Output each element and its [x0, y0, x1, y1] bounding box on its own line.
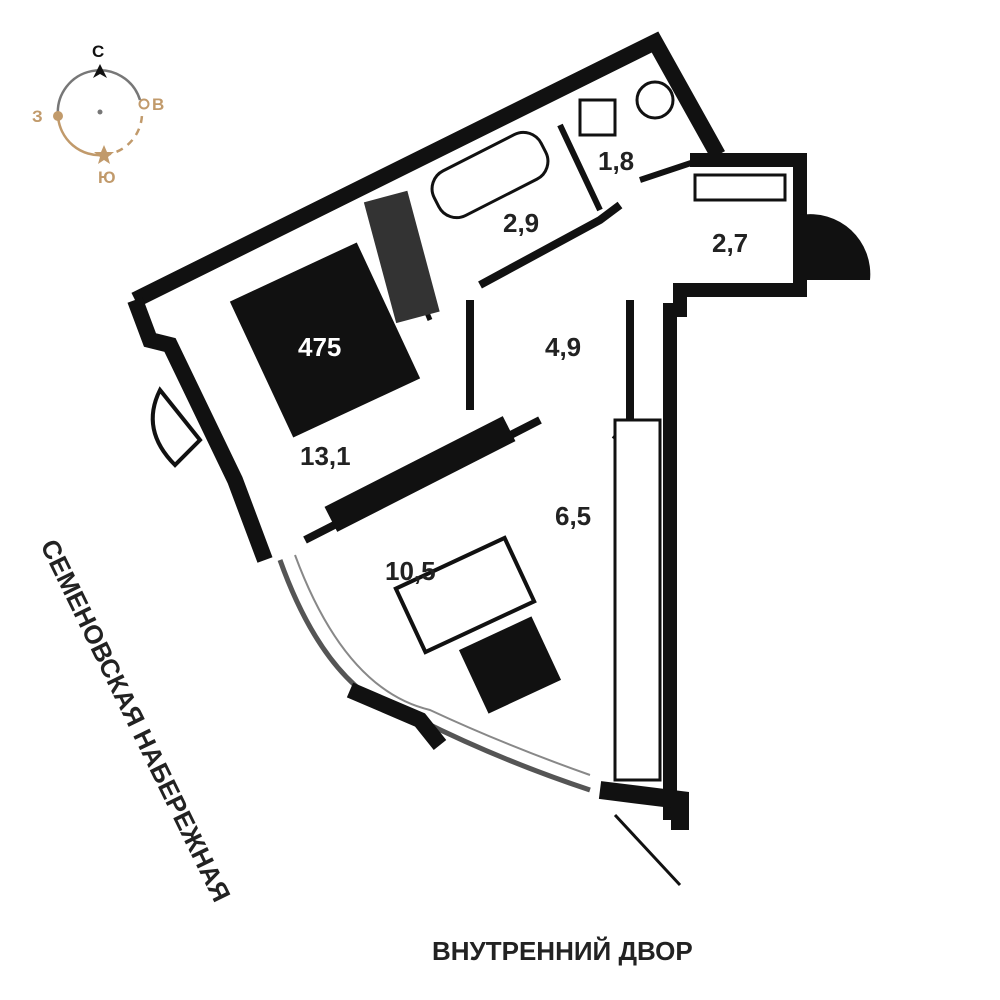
street-south: ВНУТРЕННИЙ ДВОР — [432, 936, 693, 966]
north-arrow-icon — [93, 64, 107, 78]
wardrobe-icon — [363, 190, 440, 324]
street-west: СЕМЕНОВСКАЯ НАБЕРЕЖНАЯ — [35, 534, 237, 906]
apartment-number: 475 — [298, 332, 341, 362]
balcony-door-icon — [613, 813, 682, 887]
room-area-entrance: 2,7 — [712, 228, 748, 258]
compass: С В Ю З — [32, 42, 164, 187]
compass-south: Ю — [98, 168, 116, 187]
star-icon — [94, 145, 114, 164]
sofa-icon — [393, 535, 537, 655]
room-area-living: 10,5 — [385, 556, 436, 586]
compass-west: З — [32, 107, 43, 126]
walls — [127, 31, 807, 830]
room-area-kitchen: 6,5 — [555, 501, 591, 531]
entrance-door-icon — [800, 214, 871, 280]
room-area-bedroom: 13,1 — [300, 441, 351, 471]
compass-east: В — [152, 95, 164, 114]
dining-table-icon — [458, 616, 562, 714]
balcony-icon — [150, 386, 203, 468]
kitchen-counter-icon — [613, 418, 662, 782]
shoe-rack-icon — [693, 173, 787, 202]
room-area-hall: 4,9 — [545, 332, 581, 362]
sink-icon — [578, 98, 617, 137]
toilet-icon — [635, 80, 675, 120]
bathtub-icon — [430, 130, 550, 220]
partition-icon — [324, 416, 516, 532]
compass-north: С — [92, 42, 104, 61]
room-area-bathroom: 2,9 — [503, 208, 539, 238]
room-area-toilet: 1,8 — [598, 146, 634, 176]
